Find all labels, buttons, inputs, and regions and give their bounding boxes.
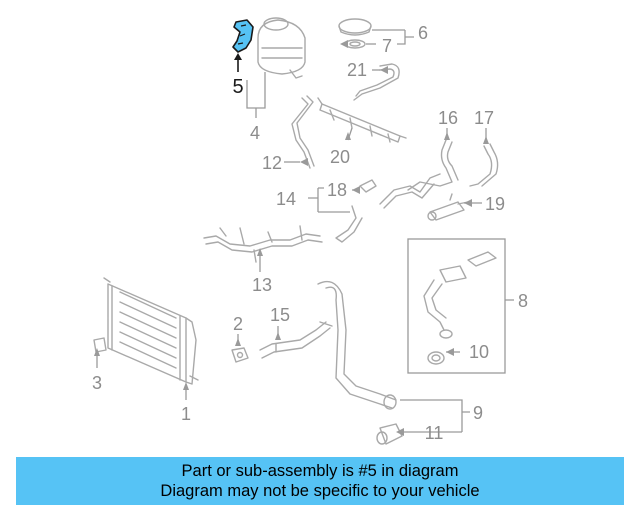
part-12-hose: [291, 95, 315, 169]
banner-line-1: Part or sub-assembly is #5 in diagram: [181, 462, 459, 480]
callout-3: 3: [92, 373, 102, 393]
callout-5: 5: [232, 76, 243, 98]
callout-1: 1: [181, 404, 191, 424]
part-13-assembly: [203, 225, 323, 263]
callout-16: 16: [438, 108, 458, 128]
part-3-clip: [93, 337, 107, 353]
callout-14: 14: [276, 189, 296, 209]
arrowheads: [94, 40, 489, 436]
callout-7: 7: [382, 36, 392, 56]
callout-21: 21: [347, 60, 367, 80]
leader-14: [308, 187, 350, 213]
callout-9: 9: [473, 403, 483, 423]
part-2-bracket: [231, 347, 249, 363]
callout-8: 8: [518, 291, 528, 311]
part-15-hose: [259, 321, 333, 359]
callout-18: 18: [327, 180, 347, 200]
leader-9: [400, 399, 470, 433]
callout-13: 13: [252, 275, 272, 295]
part-20-rail: [317, 97, 407, 143]
arrow-5-head: [234, 53, 242, 60]
callout-10: 10: [469, 342, 489, 362]
part-18-pipes: [335, 173, 441, 243]
callout-15: 15: [270, 305, 290, 325]
callout-11: 11: [425, 423, 444, 443]
banner-line-2: Diagram may not be specific to your vehi…: [160, 482, 480, 500]
info-banner: Part or sub-assembly is #5 in diagram Di…: [16, 457, 624, 505]
part-6-cap: [338, 18, 372, 36]
part-4-expansion-tank: [257, 17, 306, 79]
part-1-radiator: [103, 277, 199, 385]
part-9-hose: [317, 280, 397, 410]
part-5-highlighted[interactable]: [232, 19, 254, 53]
part-16-pipe: [407, 139, 459, 191]
callout-19: 19: [485, 194, 505, 214]
parts-diagram: 5 4 6 7 21 20 12: [92, 17, 528, 445]
callout-6: 6: [418, 23, 428, 43]
part-11-fitting: [376, 423, 403, 445]
callout-2: 2: [233, 314, 243, 334]
part-8-contents: [423, 251, 497, 365]
part-21-hose: [353, 63, 400, 101]
callout-12: 12: [262, 153, 282, 173]
callout-17: 17: [474, 108, 494, 128]
callout-4: 4: [250, 123, 260, 143]
group-8-frame: [407, 238, 506, 374]
leader-4: [246, 72, 266, 109]
part-17-hose: [469, 143, 499, 187]
part-19-thermostat: [427, 193, 469, 221]
callout-20: 20: [330, 147, 350, 167]
